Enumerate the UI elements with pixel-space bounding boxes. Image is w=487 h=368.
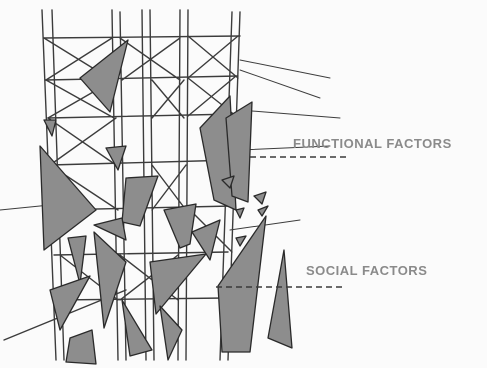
shards	[40, 40, 292, 364]
social-factors-label: SOCIAL FACTORS	[306, 263, 427, 278]
functional-factors-label: FUNCTIONAL FACTORS	[293, 136, 452, 151]
